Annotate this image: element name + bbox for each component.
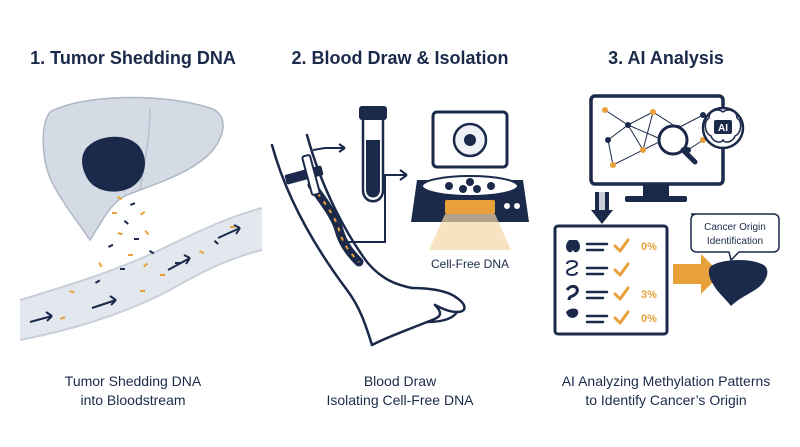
panel-caption: Tumor Shedding DNA into Bloodstream — [64, 373, 202, 408]
panel-title: 3. AI Analysis — [608, 48, 724, 68]
svg-text:Identification: Identification — [707, 236, 763, 247]
magnifier-icon — [657, 124, 698, 165]
ai-analysis-illustration: AI — [553, 94, 780, 336]
panel-title: 2. Blood Draw & Isolation — [291, 48, 509, 68]
test-tube-icon — [359, 106, 387, 203]
tumor-icon — [82, 136, 145, 192]
blood-draw-illustration: Cell-Free DNA — [270, 106, 529, 347]
blood-vessel-icon — [19, 207, 263, 341]
brain-icon: AI — [701, 106, 745, 150]
arrow-icon — [591, 192, 613, 224]
result-value: 0% — [641, 241, 657, 253]
panel-tumor-shedding: 1. Tumor Shedding DNA — [0, 0, 266, 447]
liver-result-icon — [708, 260, 768, 306]
panel-caption: AI Analyzing Methylation Patterns to Ide… — [561, 373, 771, 408]
svg-text:Cancer Origin: Cancer Origin — [704, 222, 766, 233]
result-value: 0% — [641, 313, 657, 325]
organ-list-icon: 0% 3% 0% — [553, 224, 669, 336]
panel-caption: Blood Draw Isolating Cell-Free DNA — [326, 373, 474, 408]
result-arrow — [673, 254, 721, 294]
centrifuge-icon — [411, 110, 529, 250]
check-icon — [613, 238, 630, 325]
panel-blood-draw: 2. Blood Draw & Isolation — [267, 0, 533, 447]
svg-text:AI: AI — [718, 123, 728, 134]
cell-free-dna-label: Cell-Free DNA — [431, 257, 509, 271]
result-value: 3% — [641, 289, 657, 301]
monitor-icon — [589, 94, 725, 202]
origin-bubble: Cancer Origin Identification — [690, 213, 780, 262]
tumor-illustration — [19, 96, 263, 341]
dna-fragments — [59, 196, 235, 320]
needle-icon — [284, 143, 346, 196]
panel-ai-analysis: 3. AI Analysis — [533, 0, 799, 447]
panel-title: 1. Tumor Shedding DNA — [30, 48, 236, 68]
